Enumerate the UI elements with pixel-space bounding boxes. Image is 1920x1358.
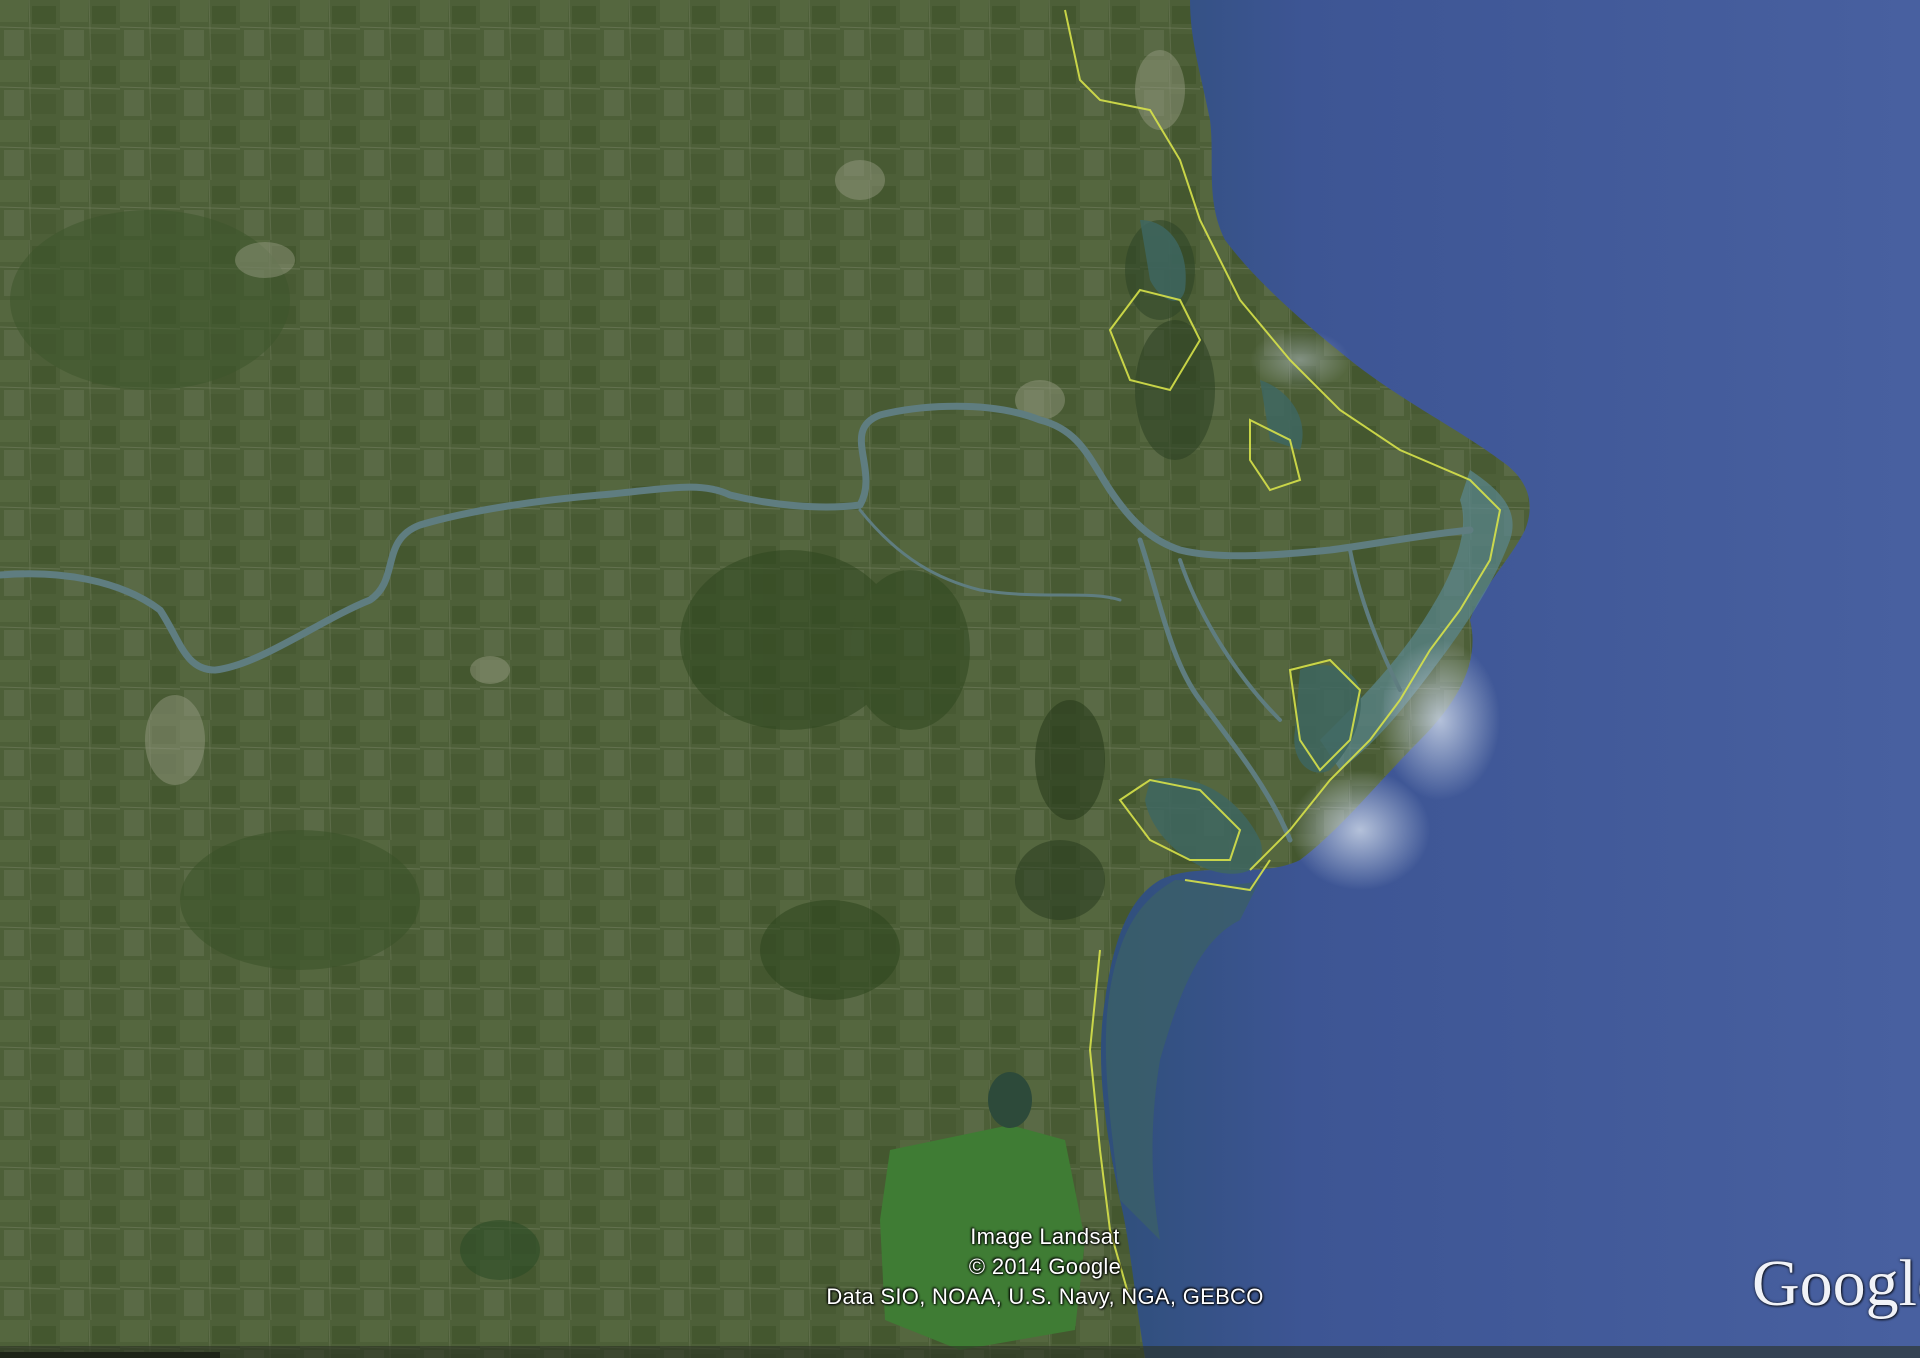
- bottom-edge: [0, 1346, 1920, 1358]
- imagery-credit: Image Landsat: [970, 1224, 1120, 1249]
- map-attribution: Image Landsat © 2014 Google Data SIO, NO…: [800, 1222, 1290, 1312]
- scale-strip: [0, 1352, 220, 1358]
- copyright-notice: © 2014 Google: [968, 1254, 1122, 1279]
- google-logo: Google: [1752, 1247, 1920, 1320]
- sediment-plume: [1380, 640, 1500, 800]
- green-field: [880, 1125, 1085, 1350]
- shallow-coastal-water: [1105, 880, 1260, 1240]
- sediment-plume-3: [1250, 330, 1350, 390]
- vegetation-patches: [10, 210, 1215, 1280]
- delta-shallow-water: [1320, 470, 1513, 770]
- river-po: [0, 402, 1474, 843]
- lagoon-small: [988, 1072, 1032, 1128]
- data-sources: Data SIO, NOAA, U.S. Navy, NGA, GEBCO: [826, 1284, 1264, 1309]
- sediment-plume-2: [1290, 770, 1430, 890]
- protected-area-boundaries: [1064, 9, 1502, 1301]
- urban-areas: [145, 50, 1185, 785]
- sea: [1100, 0, 1920, 1358]
